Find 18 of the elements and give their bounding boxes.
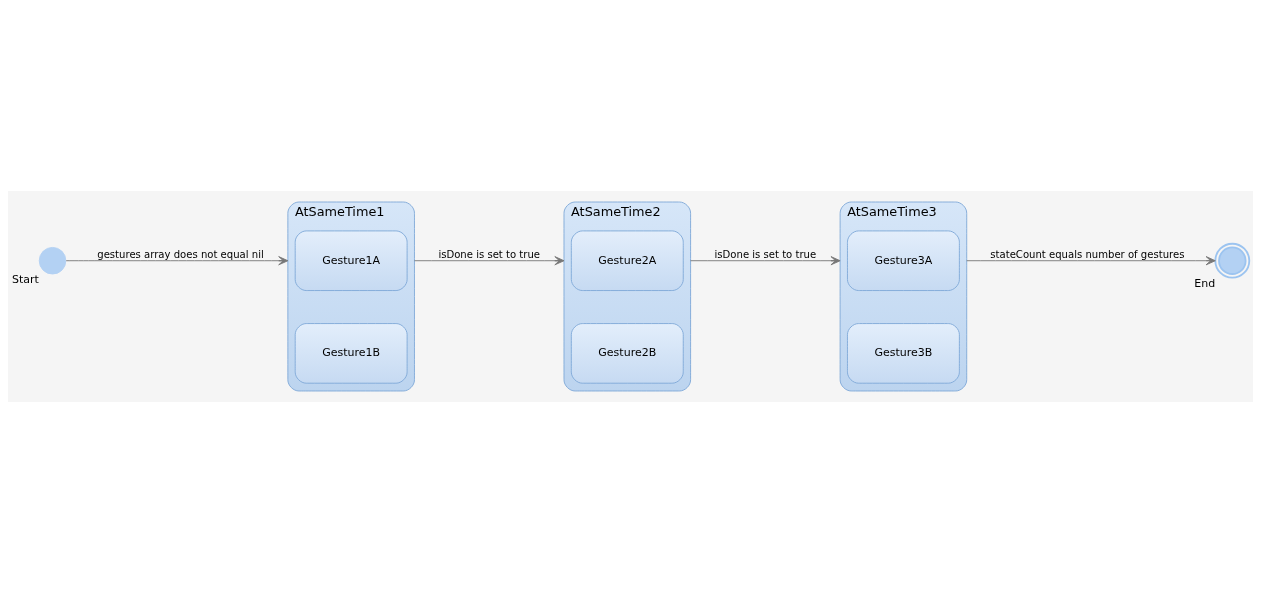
node-label: End (1194, 276, 1216, 289)
node-box: Gesture2A (570, 229, 684, 291)
node-circle (1214, 242, 1251, 279)
node-circle (38, 246, 67, 274)
arrow (690, 255, 841, 265)
edge-label: gestures array does not equal nil (97, 248, 264, 260)
node-box: Gesture3B (847, 322, 960, 384)
arrow (966, 255, 1216, 265)
arrow (65, 255, 289, 265)
node-label: Start (12, 272, 39, 286)
edge-label: stateCount equals number of gestures (990, 248, 1185, 260)
edge-label: isDone is set to true (714, 248, 817, 260)
arrow (414, 255, 565, 265)
node-box: Gesture3A (847, 229, 960, 291)
node-box: Gesture2B (570, 322, 684, 384)
edge-label: isDone is set to true (438, 248, 541, 260)
node-box: Gesture1B (294, 322, 408, 384)
node-box: Gesture1A (294, 229, 408, 291)
